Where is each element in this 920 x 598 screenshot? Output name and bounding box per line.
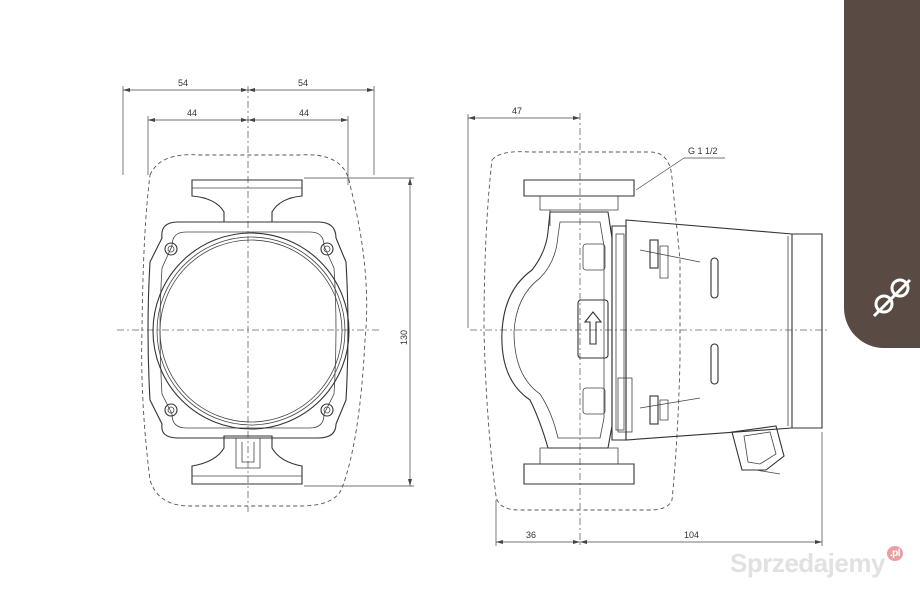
watermark: Sprzedajemy.pl <box>730 546 904 579</box>
dim-side-bottom-right: 104 <box>684 530 699 540</box>
watermark-suffix: .pl <box>886 546 904 561</box>
thread-label: G 1 1/2 <box>688 146 718 156</box>
link-off-icon[interactable] <box>866 272 916 322</box>
watermark-text: Sprzedajemy <box>730 548 885 578</box>
front-view: 54 54 44 44 130 <box>117 78 414 512</box>
dim-height: 130 <box>399 330 409 345</box>
dim-mid-right: 44 <box>299 108 309 118</box>
dim-top-left: 54 <box>178 78 188 88</box>
dim-top-right: 54 <box>298 78 308 88</box>
dim-side-top: 47 <box>512 106 522 116</box>
side-view: 47 G 1 1/2 36 104 <box>467 106 830 546</box>
dim-side-bottom-left: 36 <box>526 530 536 540</box>
dim-mid-left: 44 <box>187 108 197 118</box>
